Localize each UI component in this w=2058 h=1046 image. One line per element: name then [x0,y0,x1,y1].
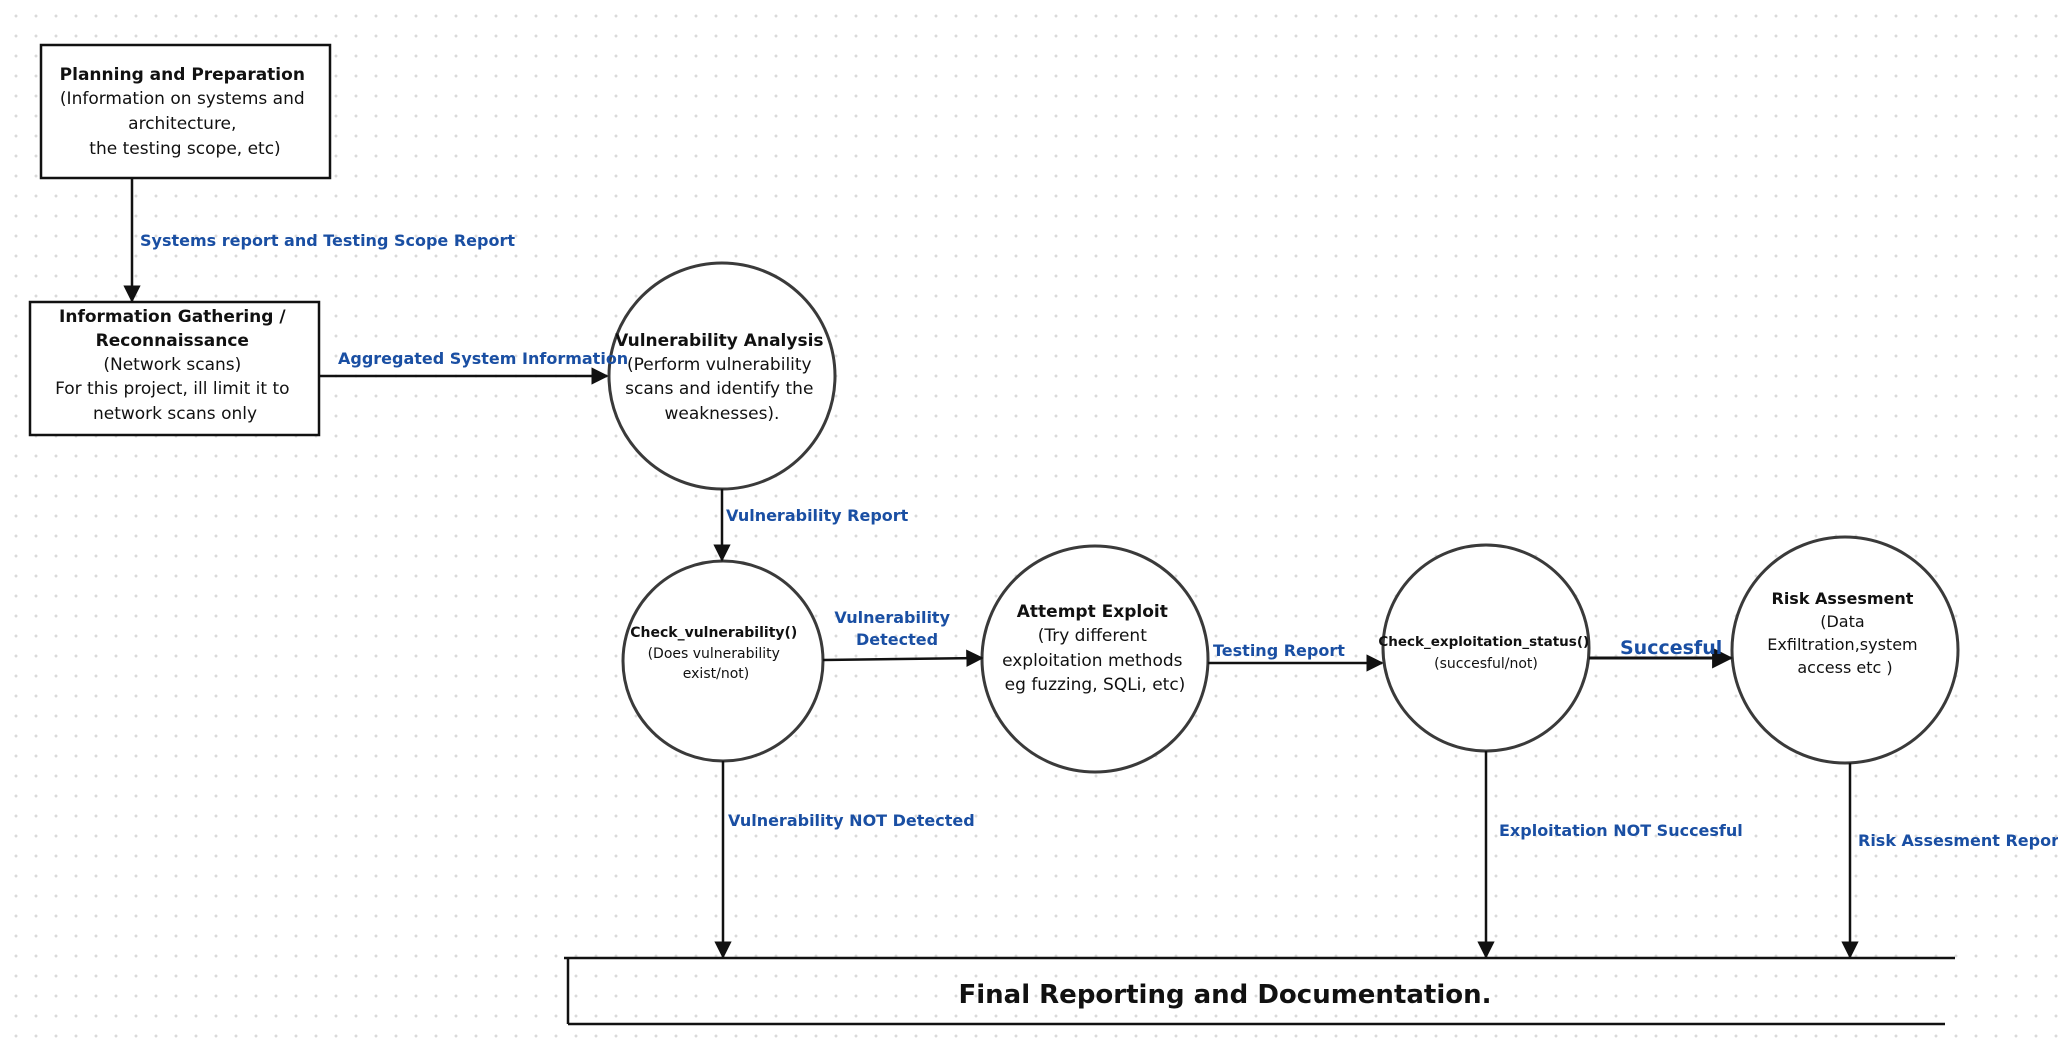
node-info-gathering[interactable]: Information Gathering / Reconnaissance (… [28,300,321,437]
node-check-exploitation-title: Check_exploitation_status() [1378,634,1589,650]
svg-text:Vulnerability Analysis (: Vulnerability Analysis (Perform vulnerab… [615,331,829,424]
node-risk-assesment-title: Risk Assesment [1772,589,1914,608]
node-planning-line: architecture, [128,114,236,134]
edge-vuln-not-detected-label: Vulnerability NOT Detected [728,811,975,830]
edge-analysis-to-check: Vulnerability Report [713,489,909,562]
node-planning-line: the testing scope, etc) [89,139,280,159]
edge-succesful-label: Succesful [1620,637,1722,659]
node-risk-assesment-line: Exfiltration,system [1767,635,1917,654]
node-attempt-exploit-line: exploitation methods [1002,651,1183,671]
svg-text:Risk Assesment (Data: Risk Assesment (Data Exfiltration,system… [1767,589,1922,677]
edge-vuln-detected-label: Vulnerability [834,608,950,627]
node-info-gathering-line: network scans only [93,404,257,424]
edge-risk-report-label: Risk Assesment Report [1858,831,2058,850]
edge-exploit-not-succesful-label: Exploitation NOT Succesful [1499,821,1743,840]
node-final-reporting[interactable]: Final Reporting and Documentation. [564,956,1955,1026]
node-attempt-exploit[interactable]: Attempt Exploit (Try different exploitat… [980,544,1210,774]
node-planning[interactable]: Planning and Preparation (Information on… [39,43,332,180]
node-info-gathering-line: For this project, ill limit it to [55,379,289,399]
node-risk-assesment[interactable]: Risk Assesment (Data Exfiltration,system… [1730,535,1960,765]
node-attempt-exploit-title: Attempt Exploit [1017,602,1168,622]
edge-exploit-to-status: Testing Report [1208,641,1384,672]
svg-text:Check_vulnerability() (D: Check_vulnerability() (Does vulnerabilit… [630,625,802,682]
edge-risk-to-final: Risk Assesment Report [1841,763,2058,959]
node-vuln-analysis-circle [607,261,837,491]
node-planning-line: (Information on systems and [60,89,305,109]
node-info-gathering-box [28,300,321,437]
edge-vuln-detected-label: Detected [856,630,938,649]
node-risk-assesment-line: access etc ) [1797,658,1892,677]
node-info-gathering-line: (Network scans) [103,355,241,375]
node-attempt-exploit-line: eg fuzzing, SQLi, etc) [1005,675,1186,695]
edge-info-to-analysis: Aggregated System Information [319,349,628,385]
svg-text:Information Gathering /: Information Gathering / Reconnaissance (… [55,307,295,424]
edge-planning-to-info: Systems report and Testing Scope Report [123,178,515,303]
node-planning-title: Planning and Preparation [60,65,305,85]
node-check-vulnerability-line: (Does vulnerability [648,646,780,662]
node-vuln-analysis-title: Vulnerability Analysis [615,331,823,351]
node-check-vulnerability-line: exist/not) [683,666,749,682]
node-attempt-exploit-line: (Try different [1038,626,1148,646]
svg-text:Attempt Exploit (Try dif: Attempt Exploit (Try different exploitat… [1002,602,1188,695]
node-vuln-analysis[interactable]: Vulnerability Analysis (Perform vulnerab… [607,261,837,491]
node-check-exploitation[interactable]: Check_exploitation_status() (succesful/n… [1378,543,1593,753]
svg-text:Planning and Preparation: Planning and Preparation (Information on… [60,65,311,159]
edge-check-to-final: Vulnerability NOT Detected [714,761,975,959]
edge-testing-report-label: Testing Report [1213,641,1345,660]
node-vuln-analysis-line: (Perform vulnerability [627,355,812,375]
node-info-gathering-title: Reconnaissance [96,331,249,351]
node-vuln-analysis-line: scans and identify the [625,379,813,399]
final-reporting-title: Final Reporting and Documentation. [958,980,1491,1010]
node-info-gathering-title: Information Gathering / [59,307,286,327]
node-planning-box [39,43,332,180]
node-risk-assesment-line: (Data [1820,612,1864,631]
edge-aggregated-label: Aggregated System Information [338,349,628,368]
edge-status-to-final: Exploitation NOT Succesful [1477,751,1743,959]
node-check-vulnerability-title: Check_vulnerability() [630,625,797,641]
svg-text:Vulnerability Detected: Vulnerability Detected [834,608,955,649]
node-vuln-analysis-line: weaknesses). [665,404,780,424]
edge-check-to-exploit-line [822,649,984,667]
node-check-vulnerability[interactable]: Check_vulnerability() (Does vulnerabilit… [621,559,825,763]
edge-vuln-report-label: Vulnerability Report [726,506,909,525]
svg-text:Check_exploitation_status(): Check_exploitation_status() (succesful/n… [1378,634,1593,672]
edge-systems-report-label: Systems report and Testing Scope Report [140,231,515,250]
edge-check-to-exploit: Vulnerability Detected [822,608,984,667]
edge-status-to-risk: Succesful [1589,637,1734,669]
node-check-exploitation-line: (succesful/not) [1434,656,1538,672]
